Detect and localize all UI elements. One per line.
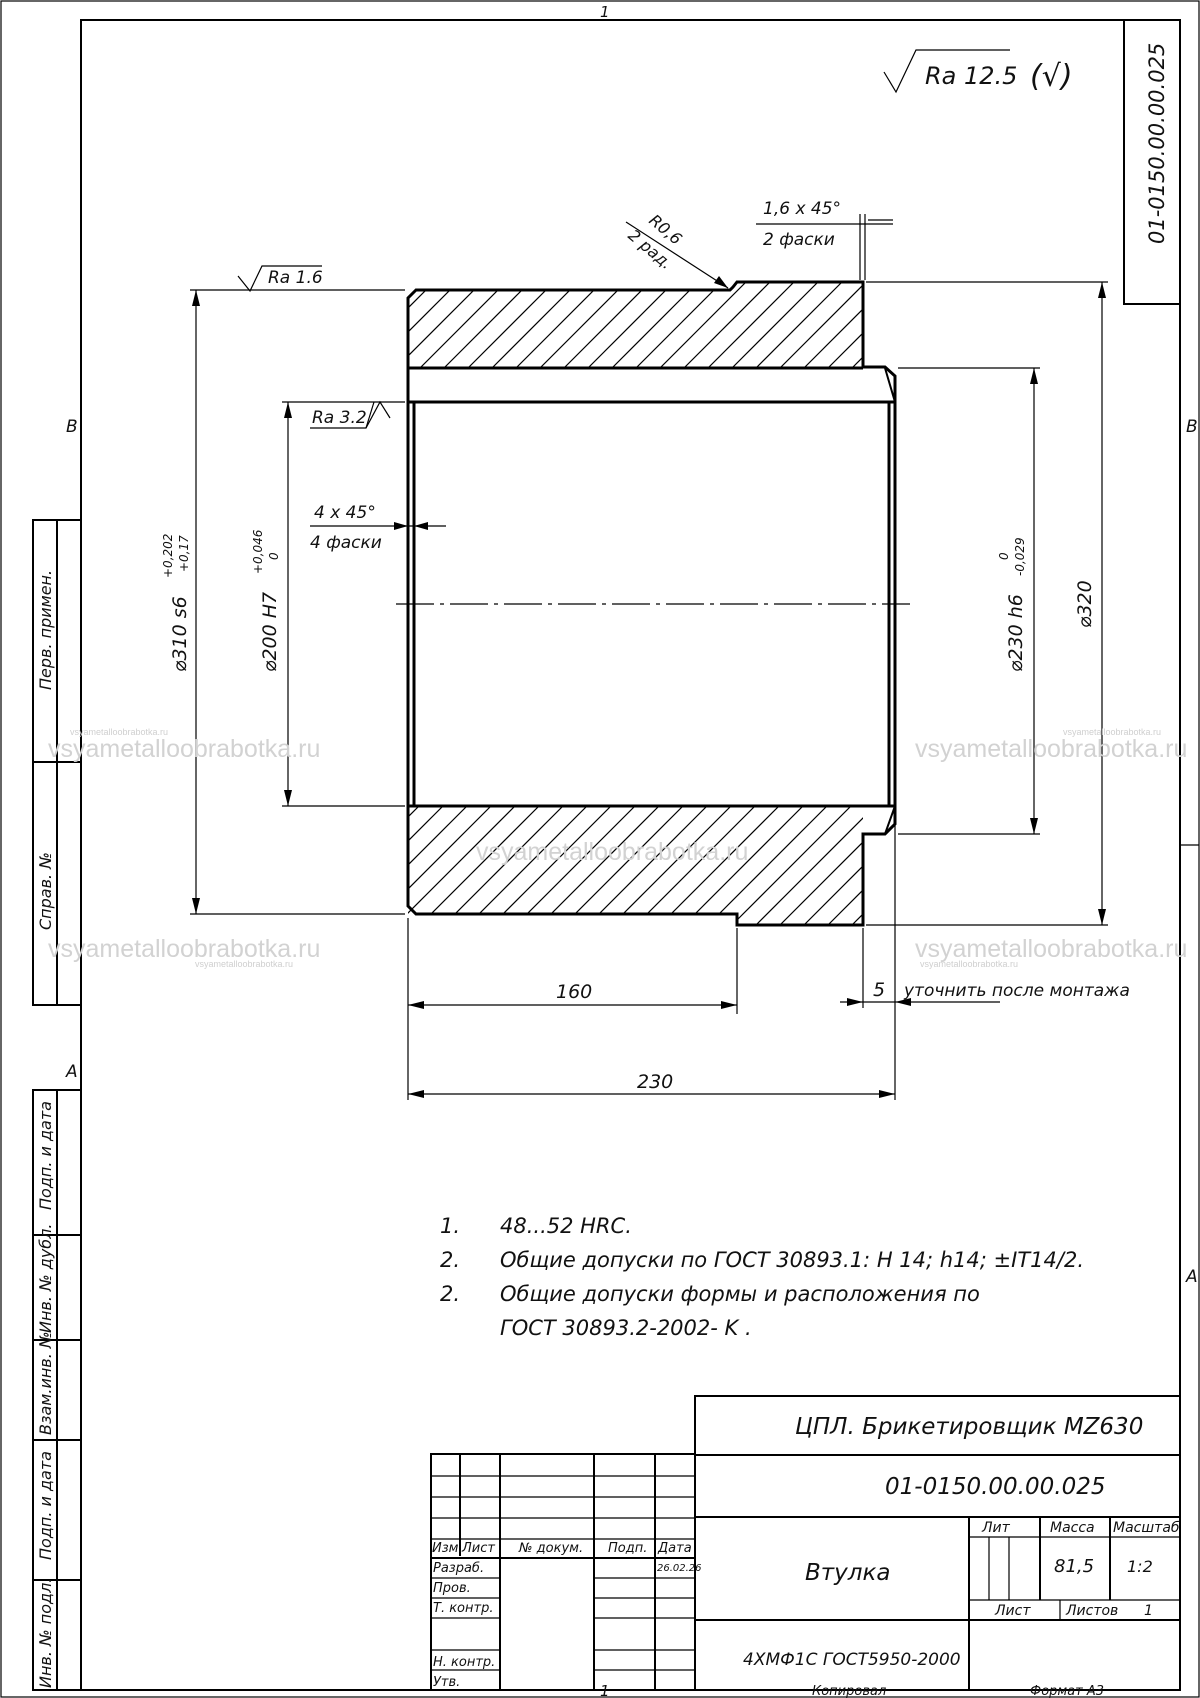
len160-text: 160 [556, 981, 592, 1003]
zone-left-a-label: A [65, 1062, 78, 1082]
note-2-num: 2. [440, 1248, 460, 1272]
d200-text: ⌀200 H7 [259, 592, 281, 672]
tb-sheets-label: Листов [1065, 1603, 1118, 1619]
tb-part-name: Втулка [805, 1560, 890, 1586]
d230-label: ⌀230 h6 0 -0,029 [997, 537, 1027, 672]
tb-col-date: Дата [657, 1541, 692, 1556]
len230-text: 230 [637, 1071, 673, 1093]
side-label-podp2: Подп. и дата [36, 1451, 55, 1560]
side-label-inv-podl: Инв. № подл. [36, 1578, 55, 1688]
d230-text: ⌀230 h6 [1005, 594, 1027, 672]
watermarks: vsyametalloobrabotka.ru vsyametalloobrab… [48, 727, 1187, 969]
tb-format: Формат А3 [1030, 1684, 1104, 1698]
d200-tol-lo: 0 [267, 552, 281, 560]
tb-row-prov: Пров. [433, 1581, 471, 1596]
tb-row-utv: Утв. [433, 1675, 460, 1690]
tb-mass-label: Масса [1050, 1520, 1095, 1536]
watermark-center: vsyametalloobrabotka.ru [476, 838, 748, 866]
left-side-table [32, 519, 82, 1691]
len5-note-text: уточнить после монтажа [903, 981, 1130, 1001]
side-label-podp1: Подп. и дата [36, 1101, 55, 1210]
zone-right-a-label: A [1185, 1267, 1198, 1287]
roughness-general-text: Ra 12.5 [925, 62, 1017, 90]
side-label-inv-dubl: Инв. № дубл. [36, 1224, 55, 1333]
watermark-small-2: vsyametalloobrabotka.ru [195, 959, 293, 969]
dimension-lines [190, 214, 1108, 1100]
d310-label: ⌀310 s6 +0,202 +0,17 [161, 534, 191, 672]
note-3-text: Общие допуски формы и расположения по [500, 1282, 980, 1306]
tb-scale-label: Масштаб [1113, 1520, 1180, 1536]
zone-top-label: 1 [600, 3, 610, 21]
note-3-num: 2. [440, 1282, 460, 1306]
zone-right-b-label: B [1186, 417, 1198, 437]
tb-mass: 81,5 [1054, 1556, 1094, 1577]
zone-bottom-label: 1 [600, 1682, 610, 1698]
note-1-text: 48...52 HRC. [500, 1214, 632, 1238]
len5-text: 5 [873, 979, 885, 1001]
tb-sheet-label: Лист [994, 1603, 1031, 1619]
ra-outer-text: Ra 1.6 [268, 268, 323, 288]
code-box-text: 01-0150.00.00.025 [1145, 43, 1169, 244]
tb-date: 26.02.26 [657, 1563, 702, 1574]
d320-text: ⌀320 [1074, 580, 1096, 628]
d230-tol-lo: -0,029 [1013, 537, 1027, 576]
side-label-perv: Перв. примен. [36, 570, 55, 690]
watermark-small-4: vsyametalloobrabotka.ru [920, 959, 1018, 969]
part-section [396, 280, 910, 927]
watermark-small-1: vsyametalloobrabotka.ru [70, 727, 168, 737]
d200-tol-up: +0,046 [251, 529, 265, 574]
chamfer-small-text-2: 4 фаски [310, 533, 382, 553]
tb-material: 4ХМФ1С ГОСТ5950-2000 [743, 1650, 961, 1670]
hatch-top [408, 282, 863, 368]
d310-tol-up: +0,202 [161, 534, 175, 578]
watermark-left-1: vsyametalloobrabotka.ru [48, 735, 320, 763]
tb-row-razrab: Разраб. [433, 1561, 484, 1576]
chamfer-big-text-1: 1,6 x 45° [763, 199, 841, 219]
side-label-vzam: Взам.инв. № [36, 1331, 55, 1435]
roughness-mark-text: (√) [1030, 59, 1073, 94]
general-roughness: Ra 12.5 (√) [883, 49, 1073, 94]
code-box: 01-0150.00.00.025 [1123, 19, 1181, 305]
watermark-small-3: vsyametalloobrabotka.ru [1063, 727, 1161, 737]
ra-bore-text: Ra 3.2 [312, 408, 367, 428]
d230-tol-up: 0 [997, 552, 1011, 560]
watermark-right-1: vsyametalloobrabotka.ru [915, 735, 1187, 763]
note-2-text: Общие допуски по ГОСТ 30893.1: H 14; h14… [500, 1248, 1084, 1272]
tb-col-list: Лист [461, 1541, 495, 1556]
d310-text: ⌀310 s6 [169, 596, 191, 672]
tb-col-sign: Подп. [608, 1541, 647, 1556]
note-4-text: ГОСТ 30893.2-2002- K . [500, 1316, 752, 1340]
tb-project: ЦПЛ. Брикетировщик MZ630 [795, 1414, 1143, 1440]
tb-copied: Копировал [812, 1684, 886, 1698]
tb-col-doc: № докум. [518, 1541, 583, 1556]
title-block [430, 1395, 1180, 1690]
tb-row-nkontr: Н. контр. [433, 1655, 495, 1670]
chamfer-big-text-2: 2 фаски [763, 230, 835, 250]
note-1-num: 1. [440, 1214, 460, 1238]
side-label-sprav: Справ. № [36, 852, 55, 930]
tb-designation: 01-0150.00.00.025 [885, 1474, 1105, 1500]
zone-left-b-label: B [66, 417, 78, 437]
d200-label: ⌀200 H7 +0,046 0 [251, 529, 281, 672]
tb-scale: 1:2 [1127, 1557, 1153, 1576]
hatch-bottom [408, 806, 863, 925]
watermark-left-2: vsyametalloobrabotka.ru [48, 935, 320, 963]
watermark-right-2: vsyametalloobrabotka.ru [915, 935, 1187, 963]
technical-notes: 1. 48...52 HRC. 2. Общие допуски по ГОСТ… [440, 1214, 1084, 1340]
tb-col-izm: Изм. [432, 1541, 463, 1556]
chamfer-small-text-1: 4 x 45° [314, 503, 376, 523]
tb-lit-label: Лит [981, 1520, 1011, 1536]
tb-sheets: 1 [1144, 1603, 1153, 1619]
tb-row-tkontr: Т. контр. [433, 1601, 493, 1616]
d310-tol-lo: +0,17 [177, 535, 191, 572]
